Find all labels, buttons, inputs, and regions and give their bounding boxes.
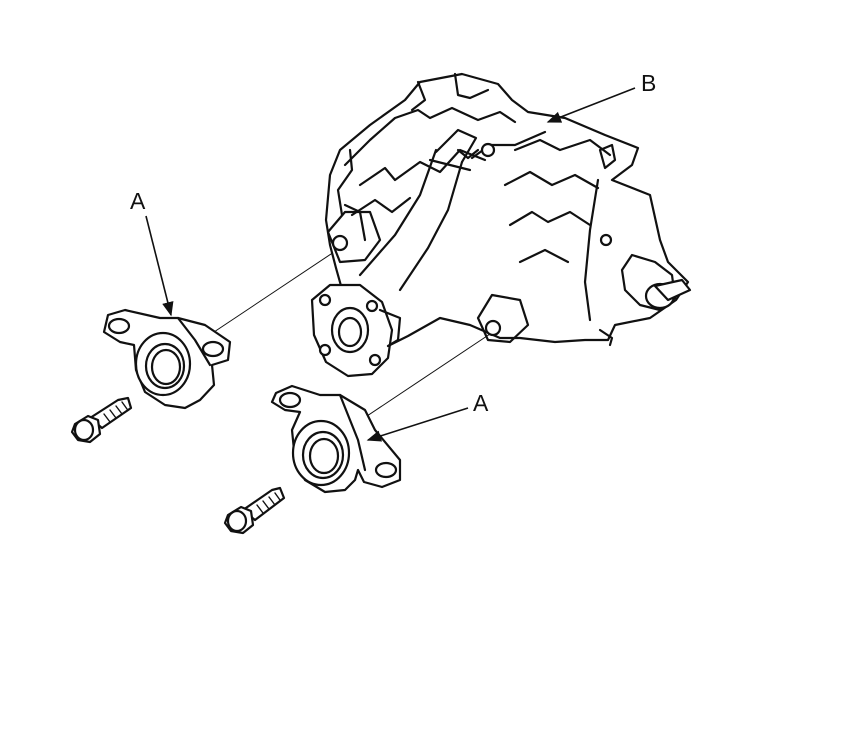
leader-arrow-a-right [366, 407, 469, 442]
mount-bushing-left [102, 308, 232, 410]
mount-bolt-left [70, 396, 133, 444]
callout-label-a-left: A [130, 188, 146, 214]
pinion-flange [310, 283, 402, 378]
mount-bushing-right [270, 384, 402, 494]
leader-arrow-a-left [145, 215, 174, 317]
callout-label-a-right: A [473, 390, 489, 416]
alignment-lines [204, 247, 494, 427]
differential-housing [310, 72, 692, 378]
leader-arrow-b [546, 87, 636, 123]
callout-leaders [145, 87, 636, 442]
callout-label-b: B [641, 70, 656, 96]
mount-bolt-right [223, 486, 286, 535]
